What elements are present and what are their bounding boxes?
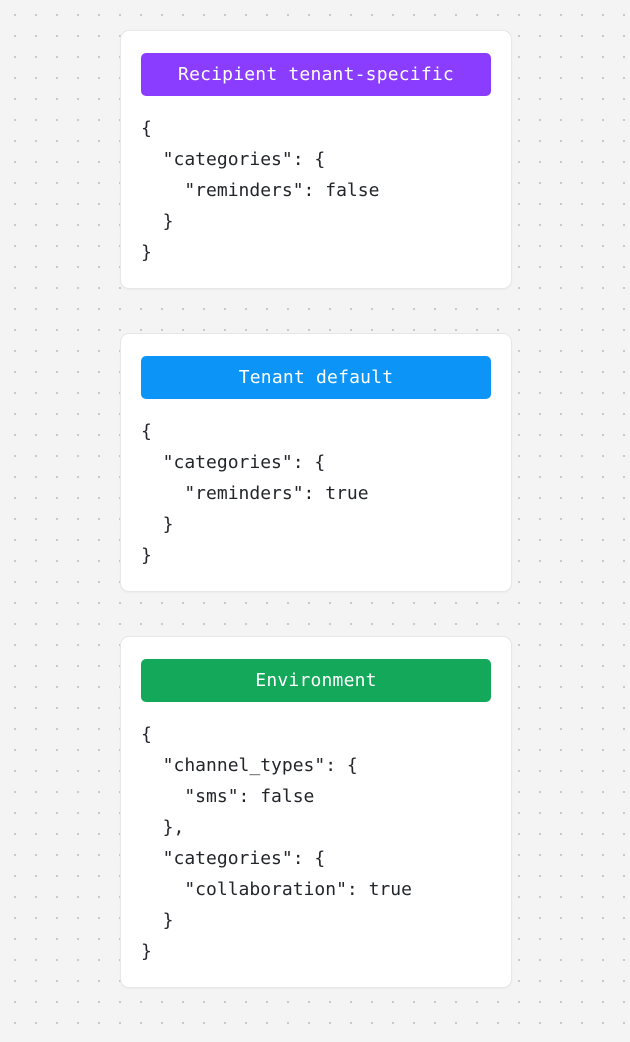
card-badge-recipient-tenant-specific: Recipient tenant-specific [141, 53, 491, 96]
card-json-tenant-default: { "categories": { "reminders": true } } [141, 421, 369, 566]
card-json-recipient-tenant-specific: { "categories": { "reminders": false } } [141, 118, 380, 263]
card-badge-environment: Environment [141, 659, 491, 702]
card-json-environment: { "channel_types": { "sms": false }, "ca… [141, 724, 412, 962]
preference-card-recipient-tenant-specific: Recipient tenant-specific { "categories"… [120, 30, 512, 289]
preference-card-stack: Recipient tenant-specific { "categories"… [120, 30, 512, 988]
card-badge-tenant-default: Tenant default [141, 356, 491, 399]
preference-card-environment: Environment { "channel_types": { "sms": … [120, 636, 512, 988]
preference-card-tenant-default: Tenant default { "categories": { "remind… [120, 333, 512, 592]
